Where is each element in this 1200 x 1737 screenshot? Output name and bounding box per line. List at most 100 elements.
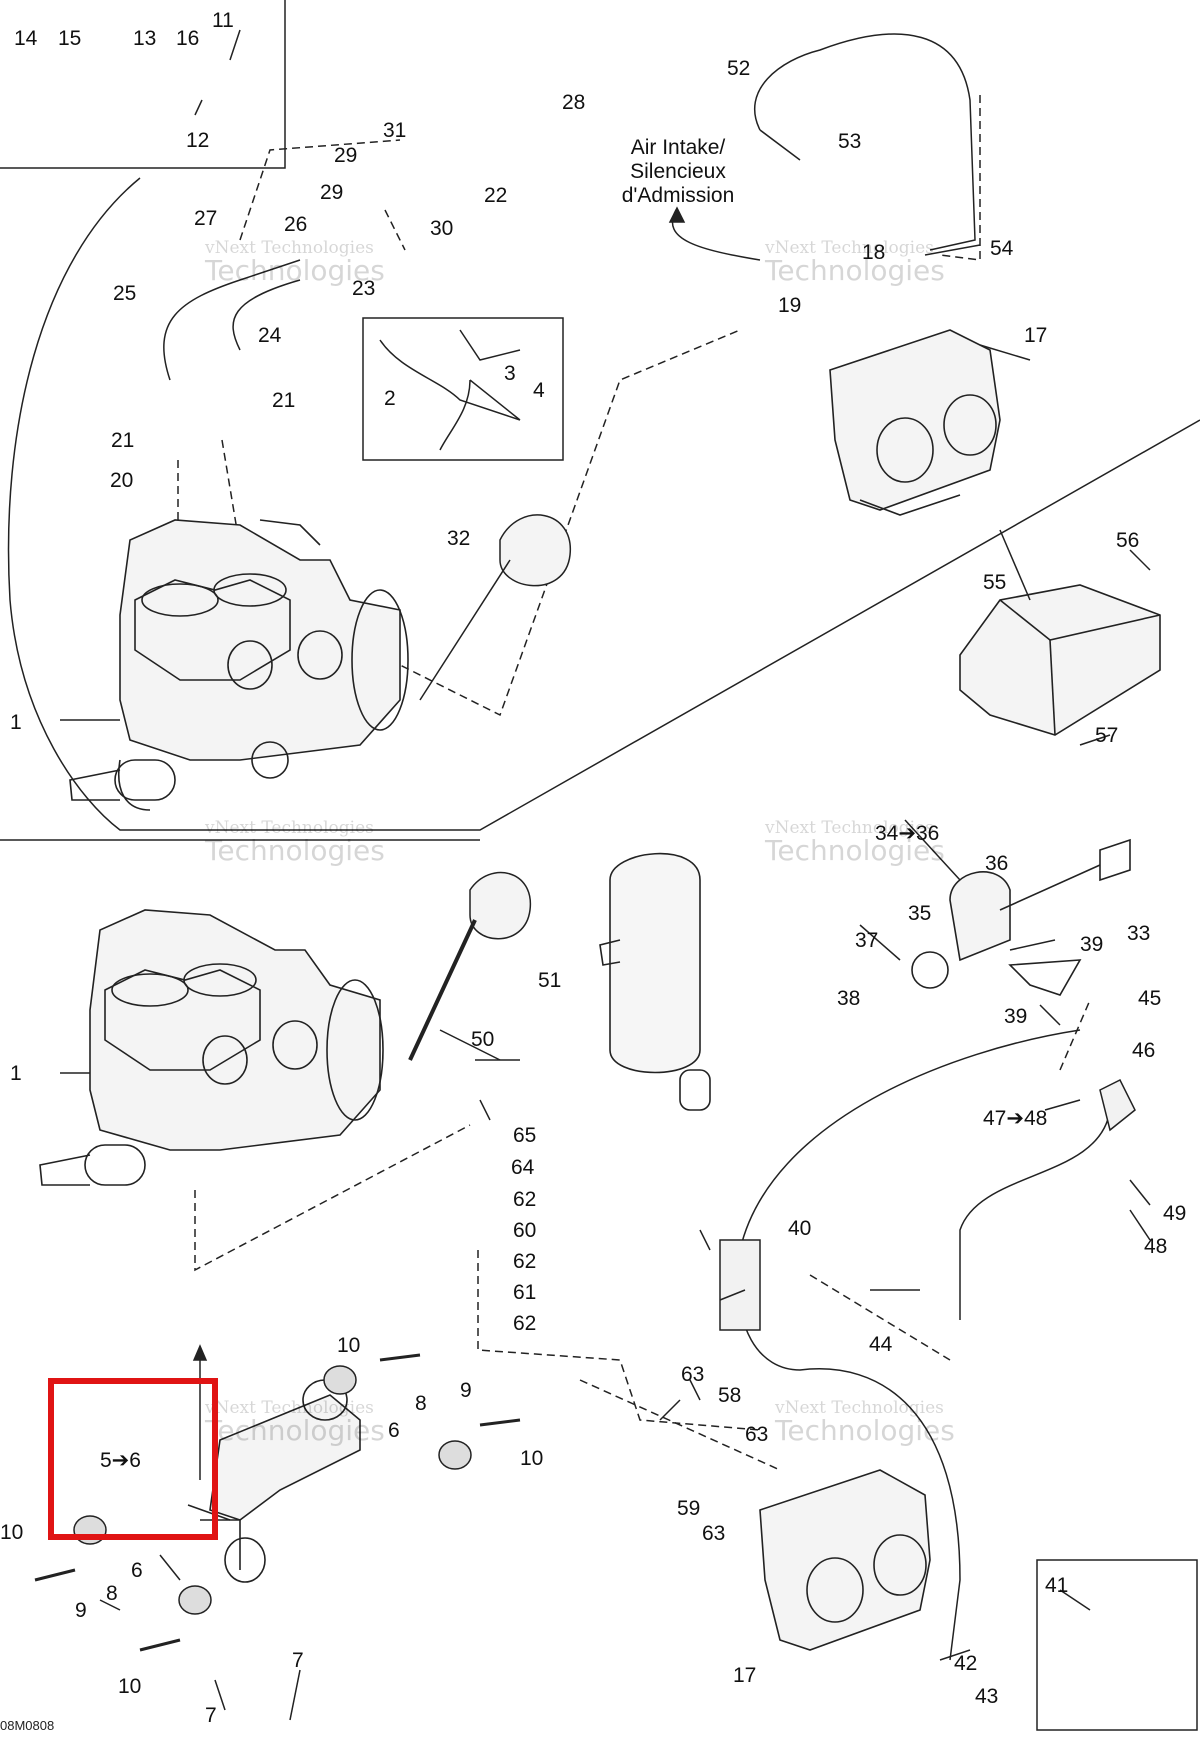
callout: 46 [1132,1039,1156,1062]
callout: 45 [1138,987,1162,1010]
callout: 10 [520,1447,544,1470]
cable-47 [959,1109,1111,1320]
callout: 56 [1116,529,1140,552]
callout: 55 [983,571,1007,594]
callout: 54 [990,237,1014,260]
callout: 10 [118,1675,142,1698]
callout: 63 [681,1363,705,1386]
rope-handle-51 [469,871,532,940]
callout: 31 [383,119,407,142]
callout: 29 [320,181,344,204]
callout: 10 [337,1334,361,1357]
callout: 21 [111,429,135,452]
callout: 14 [14,27,38,50]
callout: 17 [733,1664,757,1687]
callout: 64 [511,1156,535,1179]
cable-40 [737,1029,1081,1661]
hose-25 [163,259,301,381]
callout: 23 [352,277,376,300]
callout: 3 [504,362,516,385]
callout: 6 [131,1559,143,1582]
callout: 9 [460,1379,472,1402]
callout: 34➔36 [875,822,940,845]
callout: 22 [484,184,508,207]
inset-frame-top [0,0,286,169]
harness-wire [379,329,521,451]
air-silencer-box [959,584,1161,736]
callout: 4 [533,379,545,402]
callout: 9 [75,1599,87,1622]
engine-boundary-arc [7,177,1200,831]
callout: 39 [1004,1005,1028,1028]
callout: 63 [702,1522,726,1545]
callout: 16 [176,27,200,50]
callout: 8 [106,1582,118,1605]
callout: 13 [133,27,157,50]
callout: 7 [205,1704,217,1727]
callout: 61 [513,1281,537,1304]
air-intake-note: Air Intake/ Silencieux d'Admission [621,136,735,208]
callout: 21 [272,389,296,412]
callout: 49 [1163,1202,1187,1225]
callout: 60 [513,1219,537,1242]
callout: 57 [1095,724,1119,747]
callout: 28 [562,91,586,114]
callout: 48 [1144,1235,1168,1258]
callout: 50 [471,1028,495,1051]
callout: 39 [1080,933,1104,956]
engine-lower [39,909,384,1186]
callout: 40 [788,1217,812,1240]
callout: 52 [727,57,751,80]
harness-detail-box [362,317,564,461]
callout: 19 [778,294,802,317]
callout: 33 [1127,922,1151,945]
callout: 27 [194,207,218,230]
callout: 62 [513,1188,537,1211]
callout: 32 [447,527,471,550]
callout: 18 [862,241,886,264]
inset-frame-bottom [1036,1559,1198,1731]
callout: 1 [10,1062,22,1085]
callout: 38 [837,987,861,1010]
callout: 12 [186,129,210,152]
callout: 15 [58,27,82,50]
callout: 63 [745,1423,769,1446]
callout: 7 [292,1649,304,1672]
callout: 42 [954,1652,978,1675]
callout: 17 [1024,324,1048,347]
callout: 51 [538,969,562,992]
callout: 30 [430,217,454,240]
vent-hose-52 [753,33,976,251]
callout: 1 [10,711,22,734]
callout: 53 [838,130,862,153]
carburetor-lower [759,1469,931,1651]
callout: 59 [677,1497,701,1520]
callout: 25 [113,282,137,305]
callout: 11 [212,9,234,32]
callout: 10 [0,1521,24,1544]
callout: 29 [334,144,358,167]
highlight-label: 5➔6 [100,1449,141,1472]
highlight-box [48,1378,218,1540]
callout: 26 [284,213,308,236]
muffler [599,852,711,1111]
callout: 62 [513,1250,537,1273]
callout: 37 [855,929,879,952]
callout: 58 [718,1384,742,1407]
callout: 8 [415,1392,427,1415]
callout: 6 [388,1419,400,1442]
hose-24 [232,279,301,351]
callout: 43 [975,1685,999,1708]
oil-pump [911,838,1131,996]
callout: 62 [513,1312,537,1335]
engine-upper [69,519,409,811]
callout: 2 [384,387,396,410]
callout: 36 [985,852,1009,875]
